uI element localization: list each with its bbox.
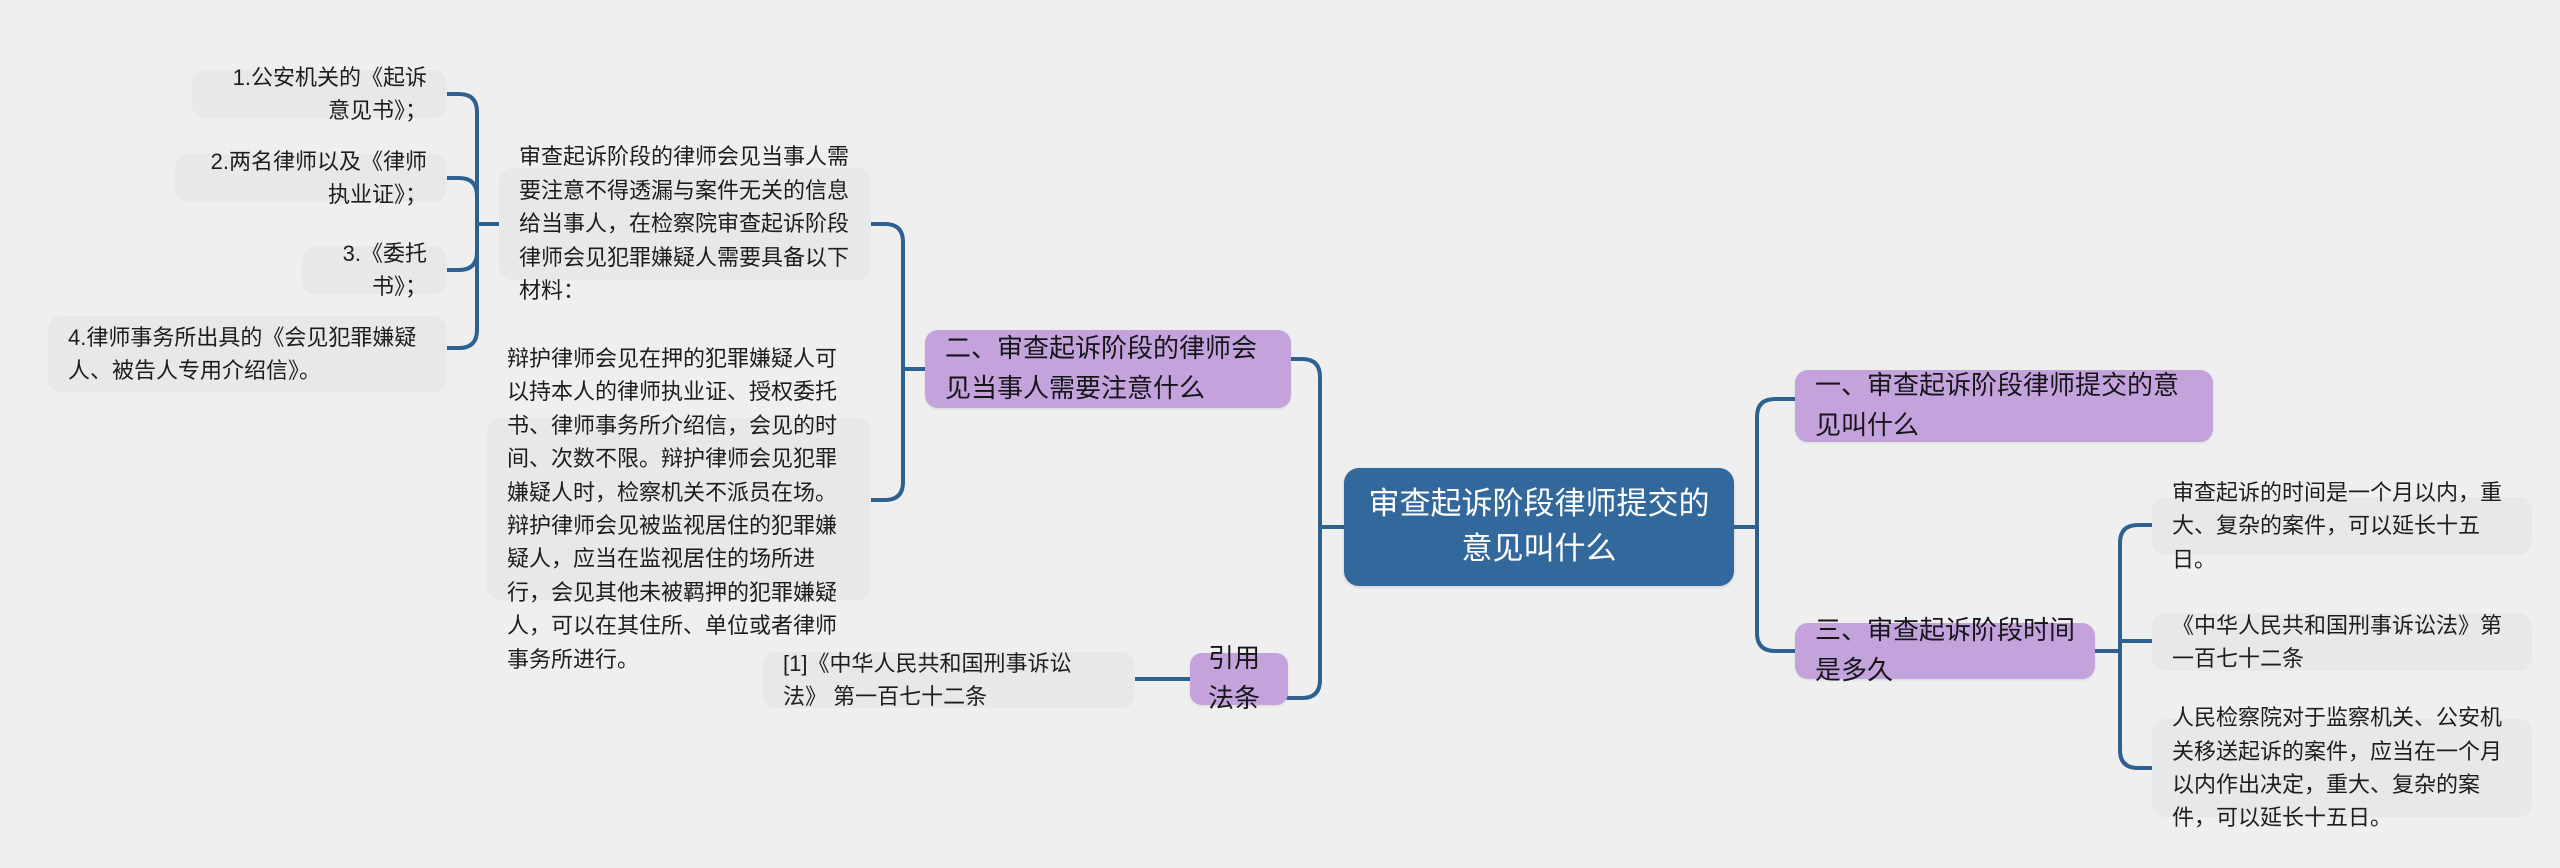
link-root-to-b3 [1755, 525, 1797, 653]
leaf-material-item-1-label: 1.公安机关的《起诉意见书》； [232, 64, 427, 123]
branch-node-law-citation-label: 引用法条 [1208, 643, 1261, 713]
link-b3-to-time3 [2118, 649, 2154, 770]
leaf-material-item-1[interactable]: 1.公安机关的《起诉意见书》； [192, 65, 447, 123]
branch-node-two-label: 二、审查起诉阶段的律师会见当事人需要注意什么 [945, 333, 1258, 403]
leaf-material-item-2[interactable]: 2.两名律师以及《律师执业证》； [175, 149, 447, 207]
link-root-to-b4 [1286, 525, 1322, 700]
link-intro-to-item3 [445, 222, 479, 272]
leaf-meeting-detail[interactable]: 辩护律师会见在押的犯罪嫌疑人可以持本人的律师执业证、授权委托书、律师事务所介绍信… [487, 346, 871, 672]
branch-node-three[interactable]: 三、审查起诉阶段时间是多久 [1795, 615, 2095, 685]
link-b2-to-detail [869, 367, 905, 502]
leaf-law-citation-text[interactable]: [1]《中华人民共和国刑事诉讼法》 第一百七十二条 [763, 651, 1135, 709]
leaf-procuratorate-decision-period[interactable]: 人民检察院对于监察机关、公安机关移送起诉的案件，应当在一个月以内作出决定，重大、… [2152, 705, 2532, 830]
link-root-to-b2 [1286, 357, 1322, 529]
leaf-procuratorate-decision-period-label: 人民检察院对于监察机关、公安机关移送起诉的案件，应当在一个月以内作出决定，重大、… [2172, 705, 2503, 831]
leaf-material-item-3[interactable]: 3.《委托书》； [302, 241, 447, 299]
link-intro-to-item1 [445, 92, 479, 226]
branch-node-law-citation[interactable]: 引用法条 [1190, 643, 1288, 713]
leaf-criminal-procedure-law-article-label: 《中华人民共和国刑事诉讼法》第一百七十二条 [2172, 612, 2503, 671]
branch-node-one[interactable]: 一、审查起诉阶段律师提交的意见叫什么 [1795, 370, 2213, 442]
leaf-criminal-procedure-law-article[interactable]: 《中华人民共和国刑事诉讼法》第一百七十二条 [2152, 613, 2532, 671]
leaf-material-item-4-label: 4.律师事务所出具的《会见犯罪嫌疑人、被告人专用介绍信》。 [68, 324, 417, 383]
leaf-law-citation-text-label: [1]《中华人民共和国刑事诉讼法》 第一百七十二条 [783, 650, 1072, 709]
link-b2-to-detail-curve [871, 369, 903, 518]
leaf-intro-requirements[interactable]: 审查起诉阶段的律师会见当事人需要注意不得透漏与案件无关的信息给当事人，在检察院审… [499, 144, 871, 303]
leaf-review-duration-label: 审查起诉的时间是一个月以内，重大、复杂的案件，可以延长十五日。 [2172, 479, 2503, 572]
leaf-meeting-detail-label: 辩护律师会见在押的犯罪嫌疑人可以持本人的律师执业证、授权委托书、律师事务所介绍信… [507, 345, 838, 672]
branch-node-three-label: 三、审查起诉阶段时间是多久 [1815, 615, 2076, 685]
leaf-intro-requirements-label: 审查起诉阶段的律师会见当事人需要注意不得透漏与案件无关的信息给当事人，在检察院审… [519, 144, 850, 304]
link-root-to-b1 [1755, 397, 1797, 529]
branch-node-one-label: 一、审查起诉阶段律师提交的意见叫什么 [1815, 370, 2180, 440]
root-node[interactable]: 审查起诉阶段律师提交的意见叫什么 [1344, 468, 1734, 586]
root-node-label: 审查起诉阶段律师提交的意见叫什么 [1368, 486, 1710, 566]
link-intro-to-item4 [445, 222, 479, 350]
branch-node-two[interactable]: 二、审查起诉阶段的律师会见当事人需要注意什么 [925, 330, 1291, 408]
link-b3-to-time1 [2118, 523, 2154, 653]
link-intro-to-item2 [445, 176, 479, 226]
link-b2-to-intro [869, 222, 905, 371]
link-b3-to-time2 [2118, 639, 2154, 653]
leaf-material-item-4[interactable]: 4.律师事务所出具的《会见犯罪嫌疑人、被告人专用介绍信》。 [48, 316, 447, 392]
leaf-material-item-3-label: 3.《委托书》； [342, 240, 427, 299]
leaf-material-item-2-label: 2.两名律师以及《律师执业证》； [210, 148, 427, 207]
leaf-review-duration[interactable]: 审查起诉的时间是一个月以内，重大、复杂的案件，可以延长十五日。 [2152, 480, 2532, 572]
